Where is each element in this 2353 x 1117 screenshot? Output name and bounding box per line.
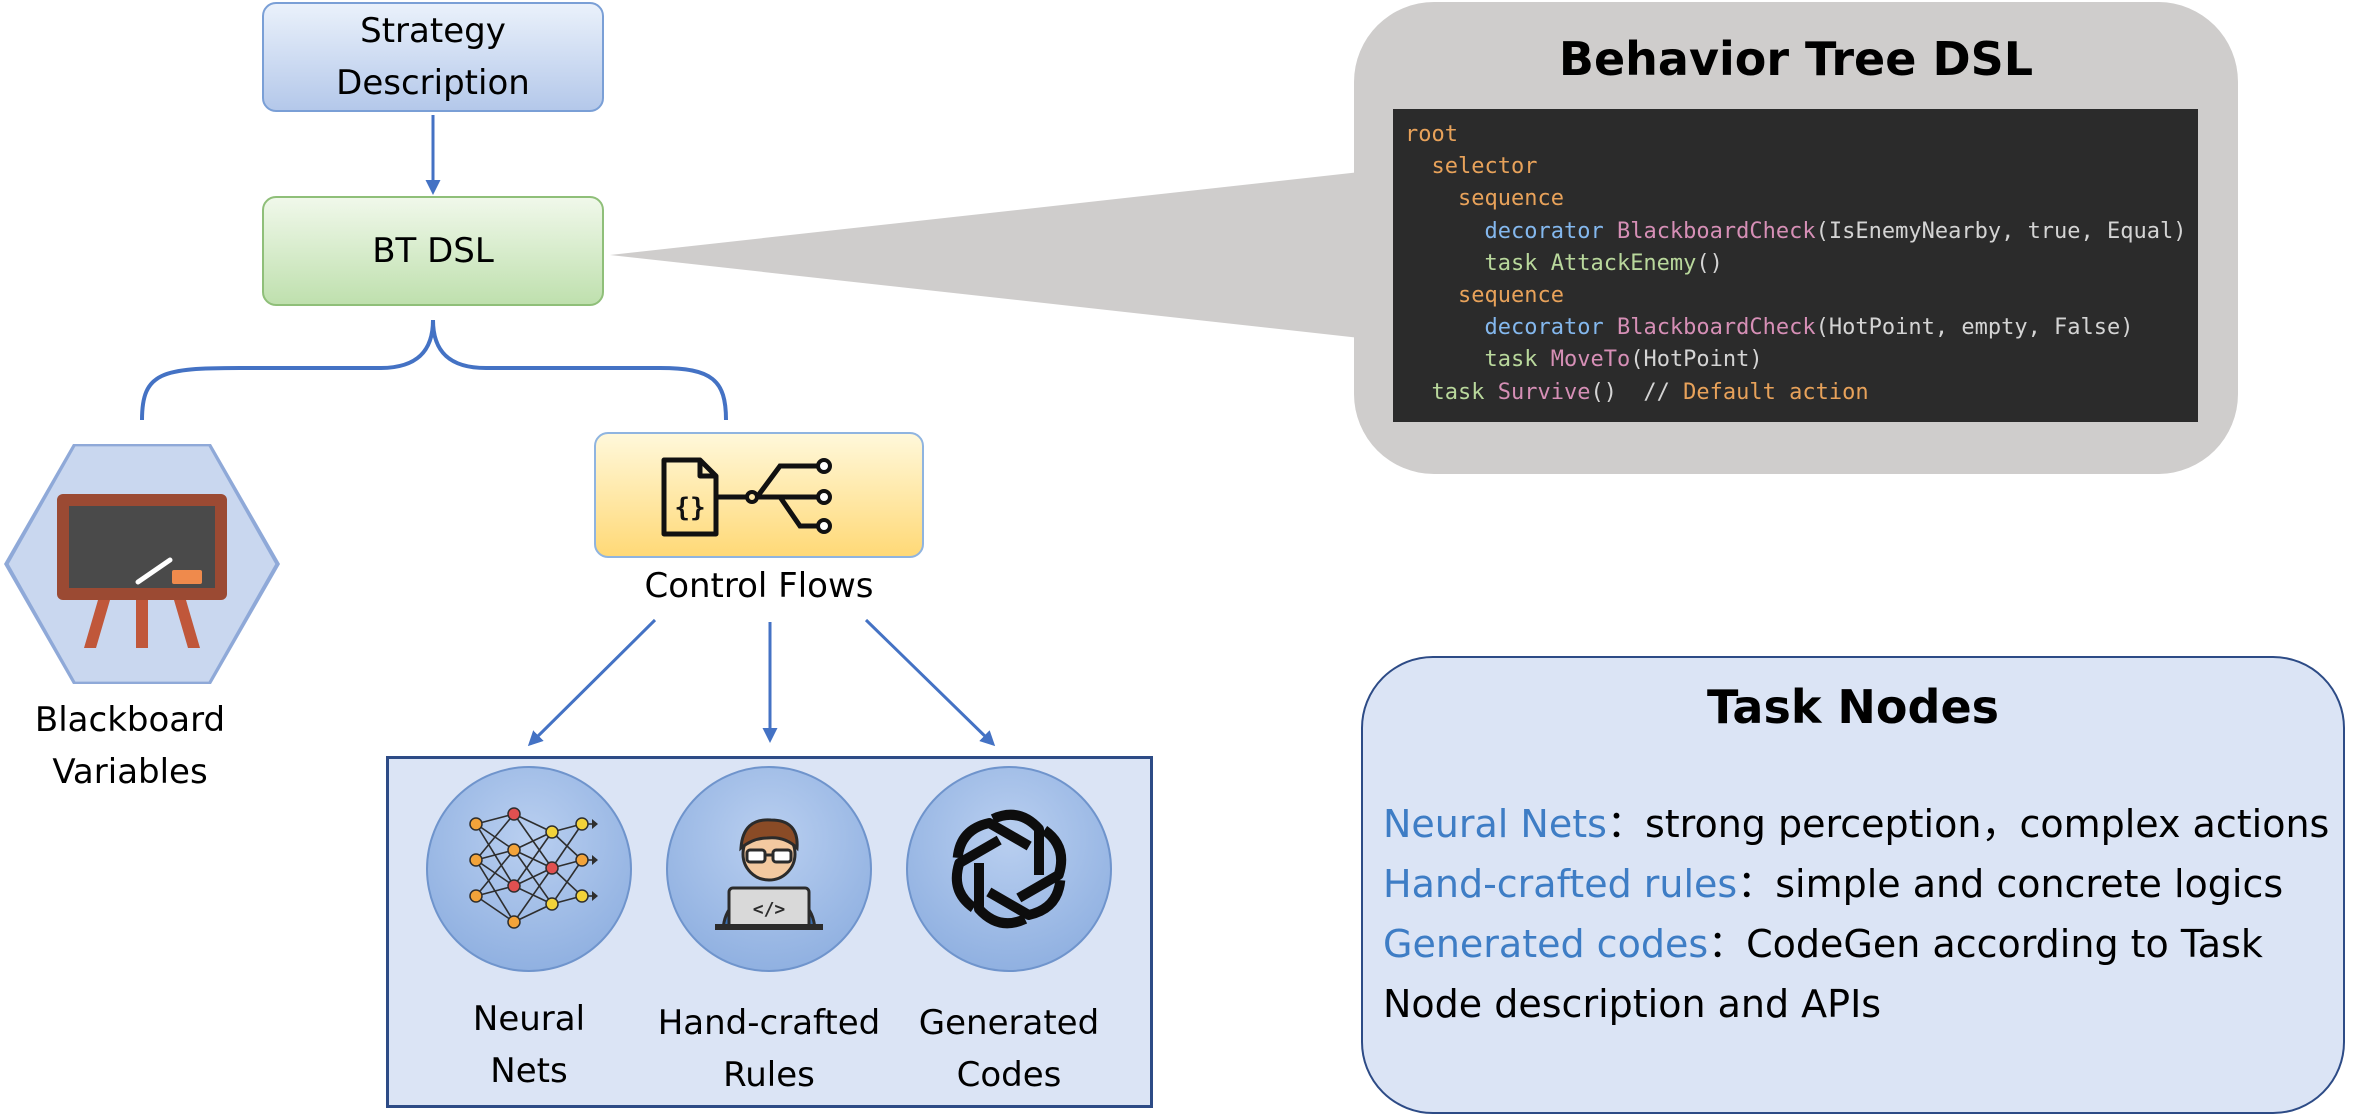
callout-pointer <box>610 172 1360 338</box>
task-line-text: strong perception，complex actions <box>1644 802 2330 846</box>
code-line: sequence <box>1405 183 2198 215</box>
code-token: () // <box>1590 379 1684 405</box>
task-line-sep: ： <box>1606 802 1645 846</box>
task-line-handcrafted: Hand-crafted rules：simple and concrete l… <box>1383 854 2283 914</box>
bt-dsl-node: BT DSL <box>262 196 604 306</box>
bt-dsl-label: BT DSL <box>372 231 494 271</box>
code-token: AttackEnemy <box>1550 250 1697 276</box>
behavior-tree-title: Behavior Tree DSL <box>1558 32 2034 86</box>
neural-network-icon <box>469 807 598 929</box>
code-token: MoveTo <box>1550 347 1631 373</box>
hand-crafted-circle <box>666 766 872 972</box>
generated-codes-label: Generated Codes <box>918 1003 1100 1095</box>
code-token: decorator <box>1484 315 1604 341</box>
code-token <box>1604 315 1617 340</box>
code-line: decorator BlackboardCheck(HotPoint, empt… <box>1405 312 2198 344</box>
code-token <box>1405 186 1458 211</box>
code-token <box>1405 380 1432 405</box>
code-token <box>1405 347 1484 372</box>
task-line-sep: ： <box>1708 922 1747 966</box>
code-token: sequence <box>1457 282 1564 308</box>
code-token: (HotPoint) <box>1630 347 1763 373</box>
programmer-laptop-icon: </> <box>715 818 823 930</box>
code-token: selector <box>1431 154 1538 180</box>
hand-crafted-rules-label: Hand-crafted Rules <box>657 1003 881 1095</box>
task-line-generated: Generated codes：CodeGen according to Tas… <box>1383 914 2263 974</box>
code-token <box>1405 283 1458 308</box>
code-line: sequence <box>1405 280 2198 312</box>
openai-knot-icon <box>951 809 1067 929</box>
code-line: root <box>1405 119 2198 151</box>
task-line-text: Node description and APIs <box>1383 982 1882 1026</box>
task-line-text: CodeGen according to Task <box>1746 922 2263 966</box>
code-token: () <box>1696 250 1723 276</box>
code-token: task <box>1484 347 1538 373</box>
blackboard-easel-icon <box>57 494 227 648</box>
code-token: BlackboardCheck <box>1616 218 1816 244</box>
code-token: Survive <box>1497 379 1591 405</box>
code-line: task Survive() // Default action <box>1405 377 2198 409</box>
code-token: root <box>1405 122 1458 147</box>
arrow-control-to-generated <box>864 618 996 747</box>
task-line-neural: Neural Nets：strong perception，complex ac… <box>1383 794 2329 854</box>
task-line-key: Generated codes <box>1383 922 1709 966</box>
code-line: task MoveTo(HotPoint) <box>1405 344 2198 376</box>
task-line-text: simple and concrete logics <box>1775 862 2284 906</box>
svg-text:</>: </> <box>753 899 786 920</box>
task-line-sep: ： <box>1737 862 1776 906</box>
code-token <box>1405 219 1484 244</box>
code-line: decorator BlackboardCheck(IsEnemyNearby,… <box>1405 216 2198 248</box>
task-line-key: Neural Nets <box>1383 802 1607 846</box>
arrow-control-to-neural <box>527 618 657 747</box>
code-token: (IsEnemyNearby, true, Equal) <box>1815 218 2187 244</box>
code-token <box>1537 347 1550 372</box>
control-flows-node <box>594 432 924 558</box>
code-token: task <box>1484 250 1538 276</box>
code-token <box>1604 219 1617 244</box>
code-line: selector <box>1405 151 2198 183</box>
code-token: Default action <box>1683 379 1869 405</box>
code-token: BlackboardCheck <box>1616 315 1816 341</box>
behavior-tree-code: root selector sequence decorator Blackbo… <box>1393 109 2198 422</box>
brace-btdsl-split <box>140 319 728 421</box>
code-file-flow-icon: {} <box>661 457 832 537</box>
code-token: sequence <box>1457 186 1564 212</box>
code-token <box>1537 251 1550 276</box>
task-line-generated-cont: Node description and APIs <box>1383 974 1881 1034</box>
code-token <box>1405 251 1484 276</box>
code-token <box>1405 315 1484 340</box>
code-token: decorator <box>1484 218 1604 244</box>
task-line-key: Hand-crafted rules <box>1383 862 1738 906</box>
code-token: (HotPoint, empty, False) <box>1815 315 2134 341</box>
generated-codes-circle <box>906 766 1112 972</box>
blackboard-variables-label: Blackboard Variables <box>34 700 226 792</box>
strategy-description-node: Strategy Description <box>262 2 604 112</box>
neural-nets-label: Neural Nets <box>472 999 586 1091</box>
svg-text:{}: {} <box>674 493 705 523</box>
strategy-description-label: Strategy Description <box>336 11 530 103</box>
code-line: task AttackEnemy() <box>1405 248 2198 280</box>
code-token <box>1484 380 1497 405</box>
code-token: task <box>1431 379 1485 405</box>
task-nodes-panel <box>1361 656 2345 1114</box>
control-flows-label: Control Flows <box>644 566 874 606</box>
task-nodes-title: Task Nodes <box>1706 680 2000 734</box>
code-token <box>1405 154 1432 179</box>
neural-nets-circle <box>426 766 632 972</box>
